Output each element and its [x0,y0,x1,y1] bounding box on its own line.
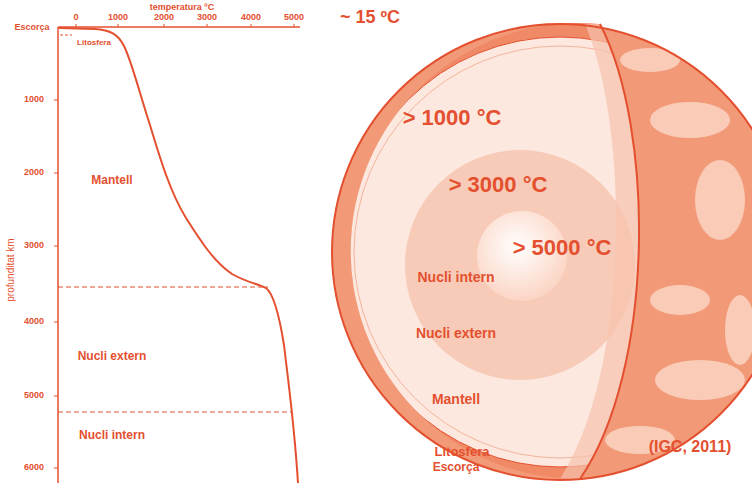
tick-label: 1000 [108,13,128,23]
axis-title: profunditat km [5,238,16,301]
temperature-label: > 1000 °C [403,106,502,130]
layer-label: Escorça [14,23,49,33]
tick-label: 2000 [24,168,44,178]
layer-label: Mantell [91,174,132,187]
tick-label: 4000 [241,13,261,23]
layer-label: Escorça [433,461,480,474]
tick-label: 5000 [24,391,44,401]
tick-label: 2000 [154,13,174,23]
layer-label: Nucli intern [79,429,145,442]
tick-label: 4000 [24,317,44,327]
temperature-chart [54,24,300,483]
tick-label: 3000 [197,13,217,23]
layer-label: Litosfera [435,445,490,459]
layer-label: Nucli extern [78,350,147,363]
tick-label: 0 [73,13,78,23]
temperature-label: > 3000 °C [449,173,548,197]
layer-label: Nucli intern [417,270,494,285]
tick-label: 3000 [24,241,44,251]
layer-label: Mantell [432,392,480,407]
tick-label: 6000 [24,463,44,473]
tick-label: 5000 [284,13,304,23]
layer-label: Litosfera [77,39,111,48]
temperature-label: ~ 15 ºC [340,8,400,28]
axis-title: temperatura ºC [150,3,214,13]
temperature-label: > 5000 °C [513,236,612,260]
tick-label: 1000 [24,95,44,105]
earth-globe [320,0,752,483]
source-credit: (IGC, 2011) [649,438,732,456]
layer-label: Nucli extern [416,326,496,341]
